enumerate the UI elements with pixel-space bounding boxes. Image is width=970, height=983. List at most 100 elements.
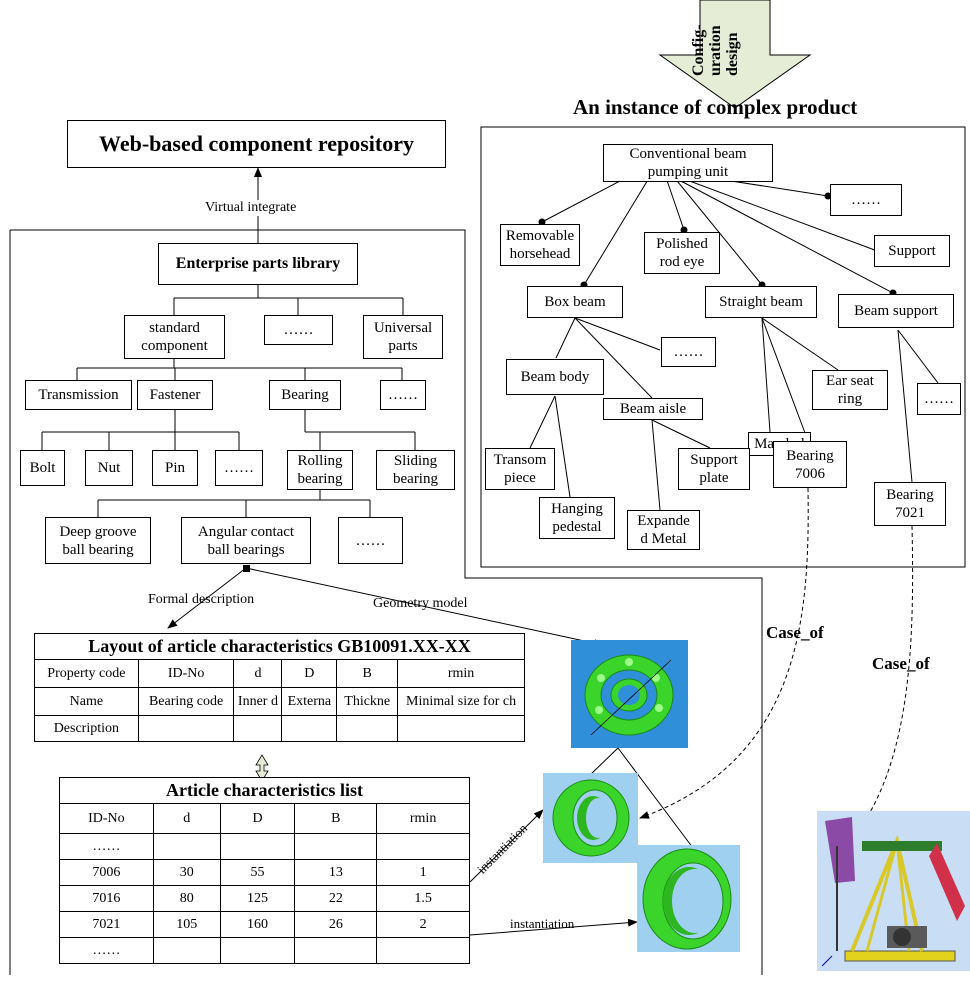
table-row: 7006 30 55 13 1 [59,859,470,886]
table-cell: 55 [219,859,296,886]
table-cell: ID-No [137,659,235,688]
article-table: Article characteristics list ID-No d D B… [59,777,470,964]
table-row: 7016 80 125 22 1.5 [59,885,470,912]
beam-body: Beam body [506,359,604,395]
universal-parts: Universal parts [363,315,443,359]
repository-title: Web-based component repository [67,120,446,168]
bearing-geometry-model-image [571,640,688,748]
transom-piece: Transom piece [485,448,555,490]
table-cell [376,937,470,964]
table-cell: d [233,659,283,688]
table-cell [376,833,470,860]
hanging-pedestal: Hanging pedestal [539,497,615,539]
table-cell: 1.5 [376,885,470,912]
polished-rod-eye: Polished rod eye [644,232,720,274]
geometry-model-label: Geometry model [373,596,468,611]
fastener: Fastener [137,380,213,410]
bearing-7021-instance-image [637,845,740,952]
table-cell: 2 [376,911,470,938]
instantiation-label-2: instantiation [510,916,575,931]
table-header-row: ID-No d D B rmin [59,803,470,834]
table-cell [397,715,525,742]
beam-support: Beam support [838,294,954,328]
removable-horsehead: Removable horsehead [500,224,580,266]
table-row: Description [34,715,525,742]
bearing-7006: Bearing 7006 [773,441,847,488]
table-cell: 30 [152,859,221,886]
table-cell [219,937,296,964]
table-cell: 80 [152,885,221,912]
support: Support [874,235,950,267]
table-cell: 7021 [59,911,154,938]
deep-groove-ball-bearing: Deep groove ball bearing [45,517,151,564]
bearing: Bearing [269,380,341,410]
table-cell: 7016 [59,885,154,912]
table-cell: Minimal size for ch [397,687,525,716]
rolling-bearing: Rolling bearing [287,450,353,490]
table-cell: B [336,659,399,688]
table-cell: D [281,659,338,688]
table-cell: …… [59,937,154,964]
table-cell: 125 [219,885,296,912]
pumping-unit-image [817,811,970,971]
layout-table: Layout of article characteristics GB1009… [34,633,525,742]
table-cell: 160 [219,911,296,938]
ellipsis-box: …… [661,337,716,367]
support-plate: Support plate [678,448,750,490]
bearing-7021: Bearing 7021 [874,482,946,526]
table-cell: 13 [294,859,378,886]
table-cell [294,937,378,964]
table-cell: 26 [294,911,378,938]
column-header: rmin [376,803,470,834]
table-cell: 1 [376,859,470,886]
table-cell: Bearing code [137,687,235,716]
config-design-label: Config- uration design [690,24,741,76]
straight-beam: Straight beam [705,286,817,318]
expanded-metal: Expande d Metal [627,510,700,550]
column-header: ID-No [59,803,154,834]
table-cell: Description [34,715,139,742]
table-cell [152,937,221,964]
table-cell: …… [59,833,154,860]
table-row: 7021 105 160 26 2 [59,911,470,938]
article-table-title: Article characteristics list [59,777,470,804]
nut: Nut [85,450,133,486]
ellipsis-box: …… [215,450,263,486]
table-cell: Inner d [233,687,283,716]
angular-contact-ball-bearings: Angular contact ball bearings [181,517,311,564]
table-cell [294,833,378,860]
ellipsis-box: …… [830,184,902,216]
table-cell: 105 [152,911,221,938]
column-header: D [219,803,296,834]
table-cell: Name [34,687,139,716]
table-cell: Thickne [336,687,399,716]
table-row: Name Bearing code Inner d Externa Thickn… [34,687,525,716]
table-row: …… [59,833,470,860]
table-cell [233,715,283,742]
product-root: Conventional beam pumping unit [603,144,773,182]
ellipsis-box: …… [264,315,333,345]
table-cell: Externa [281,687,338,716]
ellipsis-box: …… [380,380,426,410]
table-cell [336,715,399,742]
case-of-label-2: Case_of [872,654,930,673]
standard-component: standard component [124,315,225,359]
bolt: Bolt [20,450,65,486]
instance-title: An instance of complex product [573,95,858,119]
ear-seat-ring: Ear seat ring [812,370,888,410]
table-cell: rmin [397,659,525,688]
transmission: Transmission [25,380,132,410]
table-cell [219,833,296,860]
table-cell: Property code [34,659,139,688]
beam-aisle: Beam aisle [603,398,703,420]
layout-table-title: Layout of article characteristics GB1009… [34,633,525,660]
ellipsis-box: …… [338,517,403,564]
ellipsis-box: …… [917,383,961,415]
table-row: Property code ID-No d D B rmin [34,659,525,688]
table-cell: 22 [294,885,378,912]
pin: Pin [152,450,198,486]
column-header: B [294,803,378,834]
column-header: d [152,803,221,834]
sliding-bearing: Sliding bearing [376,450,455,490]
table-cell [281,715,338,742]
